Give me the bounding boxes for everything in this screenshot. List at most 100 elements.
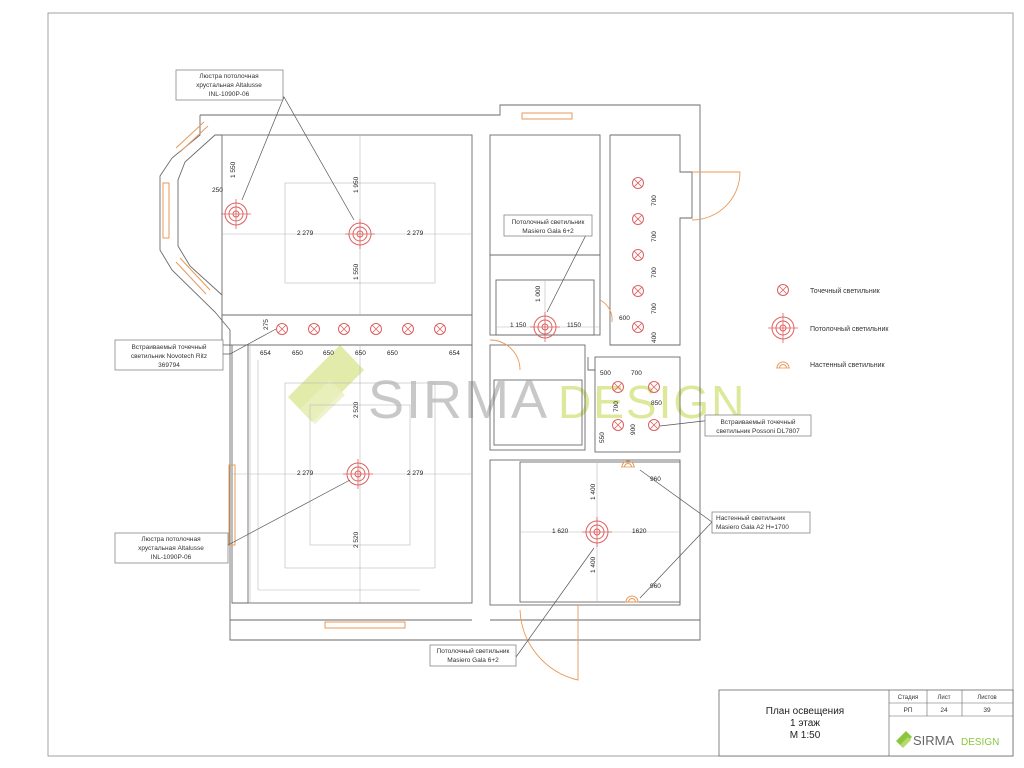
legend-ceiling-label: Потолочный светильник <box>810 325 889 333</box>
plan-scale: М 1:50 <box>790 730 821 741</box>
chandelier-top-bay <box>220 198 252 230</box>
window-bottom <box>324 621 406 629</box>
legend-spot-icon <box>777 284 789 296</box>
room-small <box>489 344 586 451</box>
plan-floor: 1 этаж <box>790 718 820 729</box>
svg-text:1 550: 1 550 <box>353 263 360 280</box>
svg-text:600: 600 <box>619 315 630 322</box>
door-entrance <box>691 171 741 221</box>
svg-text:2 279: 2 279 <box>297 470 314 477</box>
ceiling-trays <box>222 135 680 603</box>
svg-text:39: 39 <box>983 707 991 714</box>
svg-text:700: 700 <box>651 231 658 242</box>
svg-text:1 150: 1 150 <box>510 322 527 329</box>
legend-wall-label: Настенный светильник <box>810 361 886 369</box>
plan-title: План освещения <box>766 706 844 717</box>
chandelier-bottom <box>342 458 374 490</box>
svg-text:светильник Novotech Ritz: светильник Novotech Ritz <box>131 353 207 360</box>
svg-text:650: 650 <box>355 350 366 357</box>
svg-text:1 550: 1 550 <box>230 161 237 178</box>
svg-text:светильник Possoni DL7807: светильник Possoni DL7807 <box>716 428 800 435</box>
svg-text:Настенный светильник: Настенный светильник <box>716 514 785 522</box>
svg-text:650: 650 <box>323 350 334 357</box>
legend-ceiling-icon <box>767 312 799 344</box>
ceiling-light-hall <box>529 311 561 343</box>
callout-ceiling-masiero-bottom: Потолочный светильник Masiero Gala 6+2 <box>429 644 517 667</box>
svg-text:Стадия: Стадия <box>898 695 918 701</box>
svg-text:1 000: 1 000 <box>535 285 542 302</box>
ceiling-light-bedroom <box>581 516 613 548</box>
svg-text:700: 700 <box>651 267 658 278</box>
svg-text:960: 960 <box>650 583 661 590</box>
door-bottom <box>519 605 579 681</box>
svg-text:Masiero Gala 6+2: Masiero Gala 6+2 <box>447 657 499 664</box>
watermark-brand: SIRMA <box>368 370 549 430</box>
svg-text:650: 650 <box>292 350 303 357</box>
logo-mark <box>896 731 912 748</box>
svg-text:Встраиваемый точечный: Встраиваемый точечный <box>131 343 206 351</box>
door-hall <box>489 339 521 371</box>
svg-text:700: 700 <box>613 401 620 412</box>
svg-text:369794: 369794 <box>158 362 180 369</box>
legend: Точечный светильник Потолочный светильни… <box>767 284 889 369</box>
sheet-frame <box>47 12 1014 757</box>
window-left <box>228 464 236 546</box>
windows <box>162 112 573 629</box>
svg-text:Потолочный светильник: Потолочный светильник <box>437 647 510 655</box>
svg-text:Потолочный светильник: Потолочный светильник <box>512 218 585 226</box>
legend-spot-label: Точечный светильник <box>810 287 881 295</box>
svg-text:Листов: Листов <box>977 695 997 701</box>
title-block: План освещения 1 этаж М 1:50 Стадия Лист… <box>718 689 1014 757</box>
room-living-top <box>221 134 473 316</box>
callout-wall-masiero: Настенный светильник Masiero Gala A2 H=1… <box>711 511 811 534</box>
svg-text:РП: РП <box>903 707 912 714</box>
svg-text:654: 654 <box>449 350 460 357</box>
dimensions: 1 550 250 1 950 2 279 2 279 1 550 275 65… <box>212 161 662 590</box>
svg-text:Masiero Gala 6+2: Masiero Gala 6+2 <box>522 228 574 235</box>
svg-text:550: 550 <box>599 432 606 443</box>
chandelier-top-main <box>344 218 376 250</box>
svg-text:654: 654 <box>260 350 271 357</box>
svg-text:Люстра потолочная: Люстра потолочная <box>141 536 201 543</box>
svg-text:250: 250 <box>212 187 223 194</box>
svg-text:Masiero Gala A2 H=1700: Masiero Gala A2 H=1700 <box>716 524 789 531</box>
svg-text:2 279: 2 279 <box>407 230 424 237</box>
svg-text:2 520: 2 520 <box>353 531 360 548</box>
svg-text:INL-1090P-06: INL-1090P-06 <box>151 554 192 561</box>
svg-text:700: 700 <box>651 195 658 206</box>
callout-chandelier-bottom: Люстра потолочная хрустальная Altalusse … <box>114 532 229 564</box>
svg-text:1 620: 1 620 <box>552 528 569 535</box>
room-bathroom <box>594 356 681 453</box>
svg-text:700: 700 <box>631 370 642 377</box>
svg-text:24: 24 <box>940 707 948 714</box>
svg-text:1 400: 1 400 <box>590 556 597 573</box>
window-bay-side <box>162 182 170 239</box>
svg-text:2 279: 2 279 <box>407 470 424 477</box>
svg-text:500: 500 <box>600 370 611 377</box>
svg-text:700: 700 <box>651 303 658 314</box>
svg-text:650: 650 <box>387 350 398 357</box>
callout-chandelier-top: Люстра потолочная хрустальная Altalusse … <box>175 69 284 101</box>
doors <box>489 171 741 681</box>
svg-text:400: 400 <box>651 332 658 343</box>
svg-text:1 950: 1 950 <box>353 176 360 193</box>
svg-text:хрустальная Altalusse: хрустальная Altalusse <box>138 545 204 552</box>
svg-text:1620: 1620 <box>632 528 647 535</box>
window-top <box>521 112 573 120</box>
legend-wall-icon <box>775 361 791 369</box>
callout-recessed-possoni: Встраиваемый точечный светильник Possoni… <box>704 414 812 437</box>
svg-text:275: 275 <box>263 319 270 330</box>
svg-text:1 400: 1 400 <box>590 483 597 500</box>
callout-recessed-novotech: Встраиваемый точечный светильник Novotec… <box>114 339 224 371</box>
callout-ceiling-masiero-top: Потолочный светильник Masiero Gala 6+2 <box>503 214 593 237</box>
room-corridor <box>609 134 693 346</box>
svg-text:900: 900 <box>630 424 637 435</box>
svg-text:Встраиваемый точечный: Встраиваемый точечный <box>720 418 795 426</box>
svg-text:Люстра потолочная: Люстра потолочная <box>199 73 259 80</box>
svg-text:850: 850 <box>651 400 662 407</box>
svg-text:INL-1090P-06: INL-1090P-06 <box>209 91 250 98</box>
svg-text:1150: 1150 <box>567 322 581 329</box>
logo-brand: SIRMA <box>913 733 955 748</box>
svg-text:2 279: 2 279 <box>297 230 314 237</box>
